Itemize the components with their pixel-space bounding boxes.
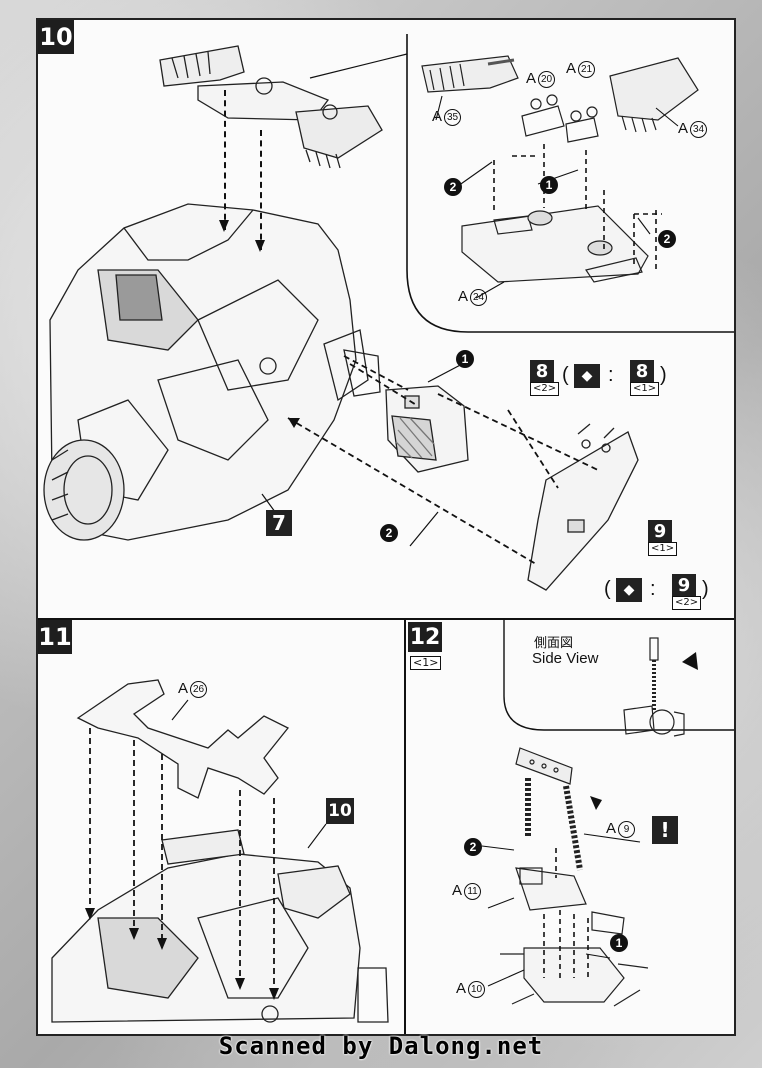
marker-1-step12: 1 xyxy=(610,934,628,952)
panel-divider-horizontal xyxy=(38,618,734,620)
ref-box-9-2: 9 xyxy=(672,574,696,596)
ref-sub-9-2: <2> xyxy=(672,596,702,610)
marker-1-main: 1 xyxy=(456,350,474,368)
step-10-number: 10 xyxy=(38,20,74,54)
marker-2-main: 2 xyxy=(380,524,398,542)
side-view-illustration xyxy=(623,637,698,737)
marker-2-inset-left: 2 xyxy=(444,178,462,196)
inset-illustration xyxy=(421,55,699,299)
guide-line xyxy=(260,130,262,250)
vehicle-illustration-step10 xyxy=(43,45,639,591)
marker-2-inset-right: 2 xyxy=(658,230,676,248)
ref-sub-9-1: <1> xyxy=(648,542,678,556)
part-illustration-step12 xyxy=(481,747,649,1007)
ref-box-8-2: 8 xyxy=(530,360,554,382)
marker-1-inset: 1 xyxy=(540,176,558,194)
guide-line xyxy=(224,90,226,230)
side-view-jp: 側面図 xyxy=(534,636,574,651)
warning-box: ! xyxy=(652,816,678,844)
step-12-sub: <1> xyxy=(410,656,442,670)
step-10-inset-frame xyxy=(309,34,734,333)
colon-8: : xyxy=(608,364,614,386)
side-view-frame xyxy=(503,618,734,731)
side-view-en: Side View xyxy=(532,650,599,667)
step-11-number: 11 xyxy=(38,620,72,654)
ref-box-7: 7 xyxy=(266,510,292,536)
flip-icon: ◆ xyxy=(574,364,600,388)
paren-close-9: ) xyxy=(702,578,709,600)
ref-box-8-1: 8 xyxy=(630,360,654,382)
ref-sub-8-1: <1> xyxy=(630,382,660,396)
paren-open-9: ( xyxy=(604,578,611,600)
ref-sub-8-2: <2> xyxy=(530,382,560,396)
step-12-number: 12 xyxy=(408,622,442,652)
ref-box-10: 10 xyxy=(326,798,354,824)
vehicle-illustration-step11 xyxy=(51,679,389,1023)
flip-icon: ◆ xyxy=(616,578,642,602)
panel-divider-vertical xyxy=(404,618,406,1034)
paren-open-8: ( xyxy=(562,364,569,386)
marker-2-step12: 2 xyxy=(464,838,482,856)
scan-credit: Scanned by Dalong.net xyxy=(218,1032,544,1060)
colon-9: : xyxy=(650,578,656,600)
instruction-sheet: 10 xyxy=(36,18,736,1036)
ref-box-9-1: 9 xyxy=(648,520,672,542)
paren-close-8: ) xyxy=(660,364,667,386)
